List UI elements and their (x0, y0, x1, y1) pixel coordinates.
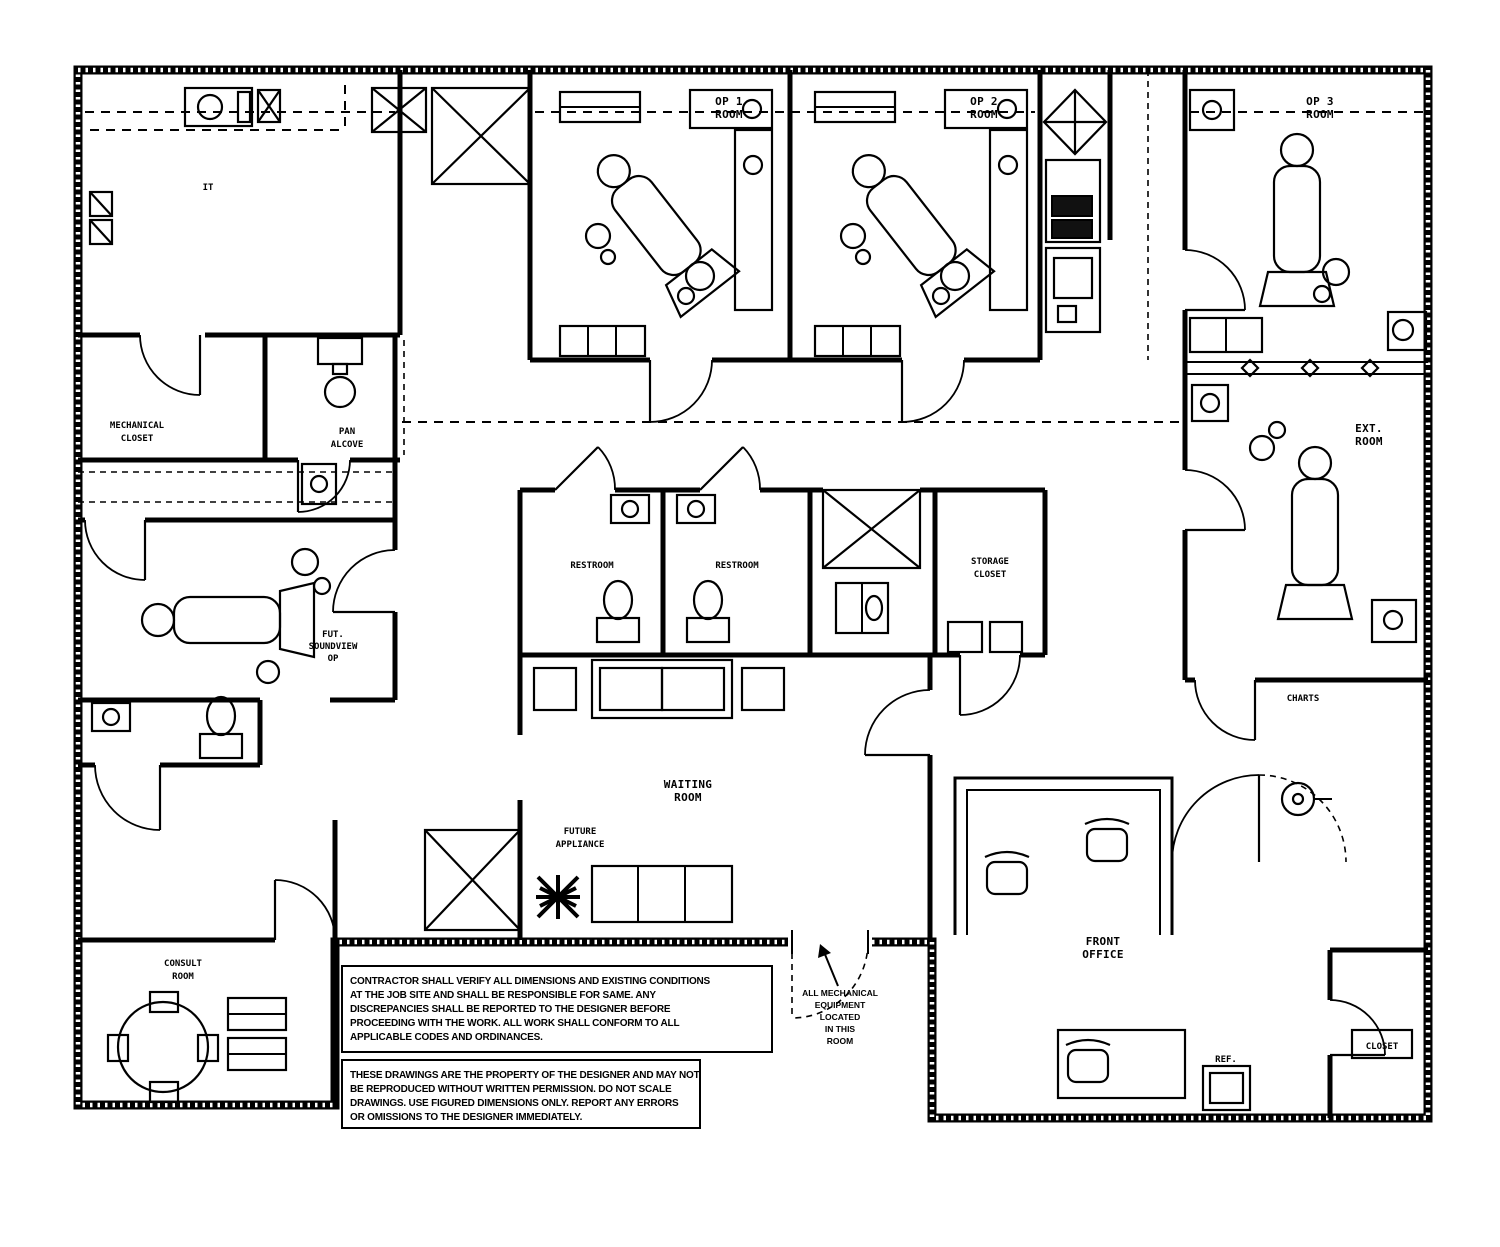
desk-icon (1056, 1028, 1187, 1100)
disclaimer-notes-box (341, 1059, 701, 1129)
svg-text:OFFICE: OFFICE (1082, 948, 1124, 961)
office-chair-icon (1064, 1038, 1112, 1084)
window-sill-icon (558, 90, 642, 124)
waiting-chairs-icon (590, 864, 734, 924)
dental-chair-icon (828, 134, 996, 318)
svg-text:BE REPRODUCED WITHOUT WRITTEN: BE REPRODUCED WITHOUT WRITTEN PERMISSION… (350, 1084, 672, 1095)
room-label-storage-closet: STORAGE (971, 557, 1009, 567)
svg-text:ROOM: ROOM (674, 791, 702, 804)
room-label-front-office: FRONT (1086, 935, 1121, 948)
svg-text:ROOM: ROOM (970, 108, 998, 121)
svg-text:ROOM: ROOM (172, 972, 194, 982)
round-table-icon (106, 990, 220, 1104)
room-label-closet: CLOSET (1366, 1042, 1399, 1052)
mechanical-note: ALL MECHANICAL EQUIPMENT LOCATED IN THIS… (802, 988, 878, 1046)
svg-text:ALCOVE: ALCOVE (331, 440, 364, 450)
shaft-box-icon (423, 828, 522, 932)
room-label-mech-closet: MECHANICAL (110, 421, 165, 431)
svg-text:IN THIS: IN THIS (825, 1024, 856, 1034)
svg-text:PROCEEDING WITH THE WORK. ALL: PROCEEDING WITH THE WORK. ALL WORK SHALL… (350, 1018, 679, 1029)
label-future-appliance: FUTURE (564, 827, 597, 837)
room-label-ext: EXT. (1355, 422, 1383, 435)
shaft-box-icon (430, 86, 532, 186)
svg-text:OR OMISSIONS TO THE DESIGNER I: OR OMISSIONS TO THE DESIGNER IMMEDIATELY… (350, 1112, 583, 1123)
vestibule-diamond-icon (1042, 88, 1108, 156)
svg-text:CLOSET: CLOSET (974, 570, 1007, 580)
svg-text:APPLIANCE: APPLIANCE (556, 840, 605, 850)
sterilization-equipment-icon (1044, 158, 1102, 334)
mech-note-leader-arrow (818, 944, 839, 987)
svg-text:ALL MECHANICAL: ALL MECHANICAL (802, 988, 878, 998)
general-notes-text: CONTRACTOR SHALL VERIFY ALL DIMENSIONS A… (350, 976, 711, 1043)
room-labels: IT MECHANICAL CLOSET PAN ALCOVE OP 1 ROO… (110, 95, 1399, 1065)
svg-text:EQUIPMENT: EQUIPMENT (815, 1000, 866, 1010)
svg-text:LOCATED: LOCATED (820, 1012, 860, 1022)
doors (84, 249, 1386, 1057)
label-charts: CHARTS (1287, 694, 1320, 704)
room-label-it: IT (203, 183, 214, 193)
svg-text:ROOM: ROOM (1355, 435, 1383, 448)
waiting-bench-icon (532, 658, 786, 720)
label-ref: REF. (1215, 1055, 1237, 1065)
cabinet-counter-icon (558, 88, 774, 358)
room-label-restroom-right: RESTROOM (715, 561, 759, 571)
general-notes-box (341, 965, 773, 1053)
office-chair-icon (983, 850, 1031, 896)
shaft-box-icon (370, 86, 428, 134)
room-label-consult: CONSULT (164, 959, 203, 969)
svg-text:APPLICABLE CODES AND ORDINANCE: APPLICABLE CODES AND ORDINANCES. (350, 1032, 543, 1043)
room-label-future-op: FUT. (322, 630, 344, 640)
room-label-pan-alcove: PAN (339, 427, 355, 437)
svg-text:DRAWINGS. USE FIGURED DIMENSIO: DRAWINGS. USE FIGURED DIMENSIONS ONLY. R… (350, 1098, 679, 1109)
room-label-op2: OP 2 (970, 95, 998, 108)
toilet-icon (198, 695, 244, 760)
cabinet-counter-icon (813, 88, 1029, 358)
svg-text:THESE DRAWINGS ARE THE PROPERT: THESE DRAWINGS ARE THE PROPERTY OF THE D… (350, 1070, 700, 1081)
sink-icon (1190, 383, 1418, 644)
svg-text:ROOM: ROOM (827, 1036, 853, 1046)
interior-walls (78, 70, 1428, 1118)
dental-chair-icon (573, 134, 741, 318)
wall-clock-icon (1280, 781, 1332, 817)
stacked-chairs-icon (226, 996, 288, 1072)
sink-icon (675, 493, 717, 525)
toilet-icon (685, 579, 731, 644)
closet-label-box (1350, 1028, 1414, 1060)
svg-text:CLOSET: CLOSET (121, 434, 154, 444)
plant-icon (536, 875, 580, 919)
shaft-box-icon (821, 488, 922, 570)
reception-desk-icon (953, 776, 1174, 935)
electrical-panel-icon (88, 190, 114, 246)
refrigerator-icon (1201, 1064, 1252, 1112)
svg-text:CONTRACTOR SHALL VERIFY ALL DI: CONTRACTOR SHALL VERIFY ALL DIMENSIONS A… (350, 976, 711, 987)
storage-box-icon (946, 620, 1024, 654)
window-sill-icon (813, 90, 897, 124)
corridor-cabinet-icon (300, 462, 338, 506)
dental-chair-icon (1248, 420, 1354, 621)
room-label-restroom-left: RESTROOM (570, 561, 614, 571)
dental-chair-icon (140, 547, 332, 685)
room-label-op3: OP 3 (1306, 95, 1334, 108)
toilet-icon (595, 579, 641, 644)
window-band (1185, 358, 1428, 378)
svg-text:DISCREPANCIES SHALL BE REPORTE: DISCREPANCIES SHALL BE REPORTED TO THE D… (350, 1004, 671, 1015)
office-chair-icon (1083, 817, 1131, 863)
svg-text:AT THE JOB SITE AND SHALL BE R: AT THE JOB SITE AND SHALL BE RESPONSIBLE… (350, 990, 656, 1001)
svg-text:OP: OP (328, 654, 339, 664)
svg-text:ROOM: ROOM (1306, 108, 1334, 121)
room-label-waiting: WAITING (664, 778, 713, 791)
dashed-reference-lines (78, 70, 1424, 503)
pan-xray-machine-icon (316, 336, 364, 409)
room-label-op1: OP 1 (715, 95, 743, 108)
svg-text:SOUNDVIEW: SOUNDVIEW (309, 642, 358, 652)
dental-chair-icon (1258, 132, 1351, 308)
sink-icon (609, 493, 651, 525)
counter-sink-icon (183, 86, 282, 128)
sink-icon (90, 701, 132, 733)
cabinet-counter-icon (1188, 88, 1428, 354)
drinking-fountain-icon (834, 581, 890, 635)
disclaimer-notes-text: THESE DRAWINGS ARE THE PROPERTY OF THE D… (350, 1070, 700, 1123)
svg-text:ROOM: ROOM (715, 108, 743, 121)
